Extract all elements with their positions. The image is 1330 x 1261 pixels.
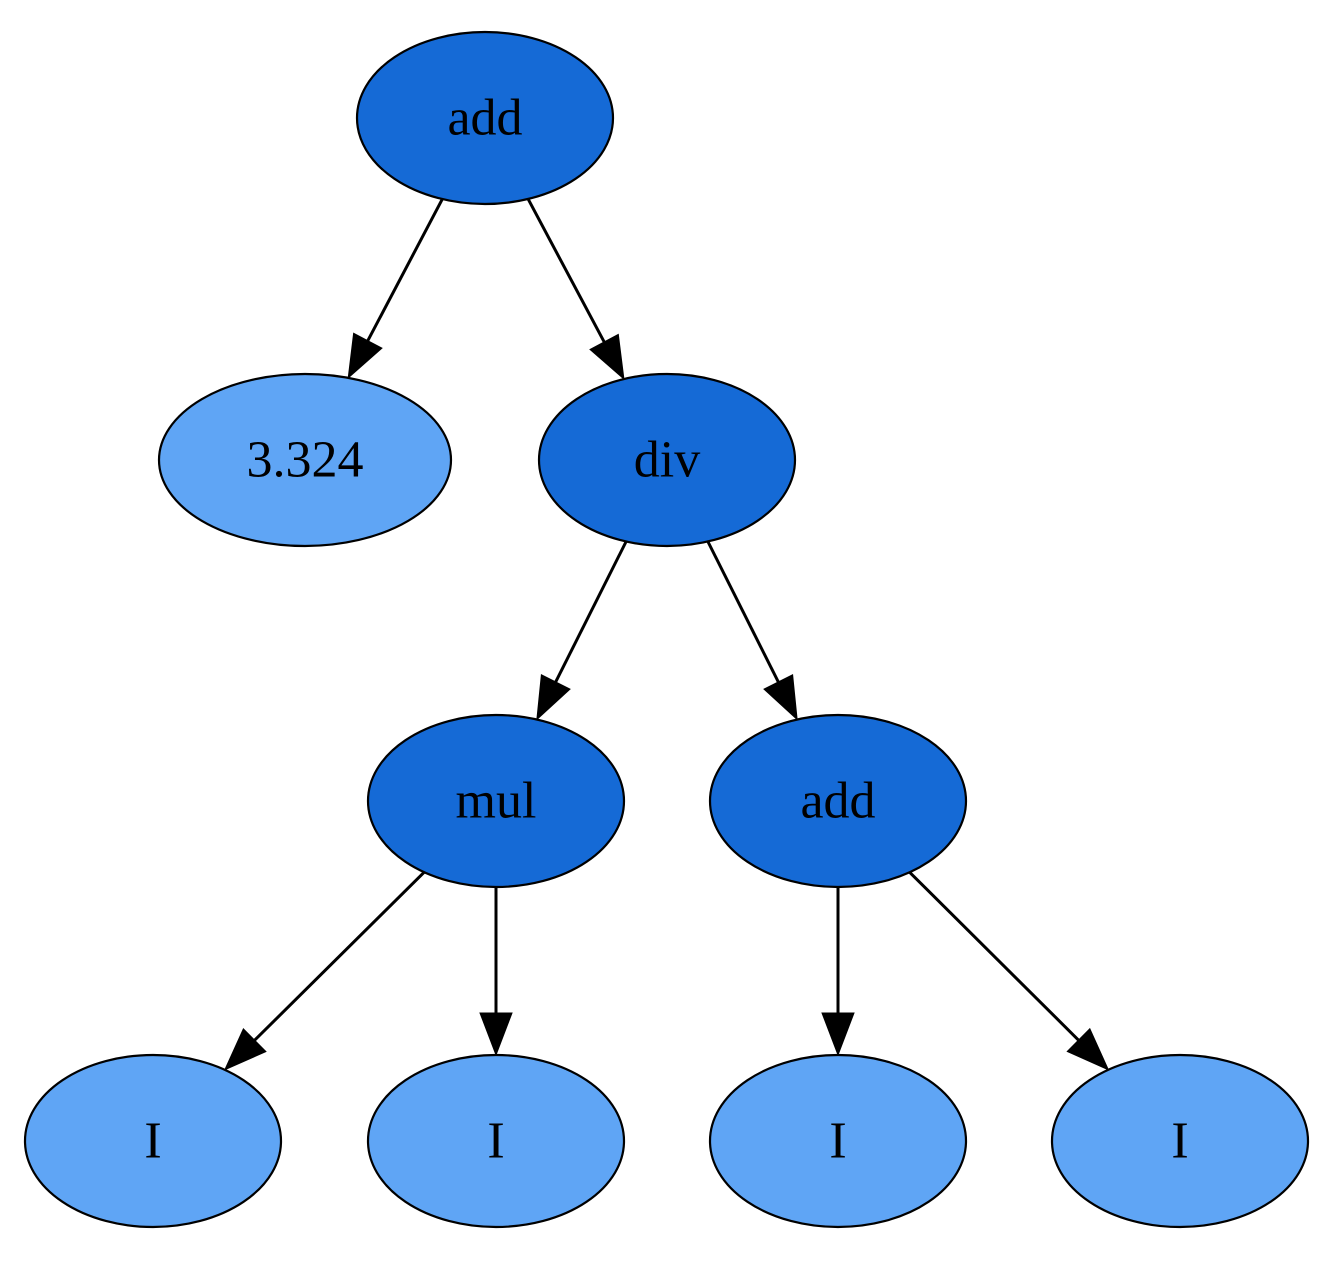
terminal-node-shape xyxy=(366,1053,626,1229)
node-inner-add: add xyxy=(708,713,968,889)
edge-inner-add-to-leaf-4 xyxy=(908,871,1110,1071)
node-label: mul xyxy=(456,773,537,830)
edge-line xyxy=(253,871,426,1042)
node-leaf-1: I xyxy=(23,1053,283,1229)
node-label: add xyxy=(800,773,875,830)
node-leaf-4: I xyxy=(1050,1053,1310,1229)
node-const-3-324: 3.324 xyxy=(157,372,453,548)
operator-node-shape xyxy=(537,372,797,548)
arrowhead-icon xyxy=(479,1012,513,1057)
arrowhead-icon xyxy=(763,674,798,721)
node-label: I xyxy=(1171,1113,1188,1170)
arrowhead-icon xyxy=(347,332,383,380)
node-leaf-3: I xyxy=(708,1053,968,1229)
node-leaf-2: I xyxy=(366,1053,626,1229)
node-mul: mul xyxy=(366,713,626,889)
edge-mul-to-leaf-2 xyxy=(479,887,513,1057)
node-div: div xyxy=(537,372,797,548)
edge-line xyxy=(366,198,444,342)
edge-line xyxy=(706,540,780,683)
edge-line xyxy=(908,871,1080,1042)
node-label: I xyxy=(144,1113,161,1170)
terminal-node-shape xyxy=(157,372,453,548)
arrowhead-icon xyxy=(821,1012,855,1057)
terminal-node-shape xyxy=(23,1053,283,1229)
edge-inner-add-to-leaf-3 xyxy=(821,887,855,1057)
edges-layer xyxy=(223,198,1110,1071)
edge-root-add-to-const-3-324 xyxy=(347,198,444,380)
terminal-node-shape xyxy=(1050,1053,1310,1229)
arrowhead-icon xyxy=(223,1028,267,1071)
arrowhead-icon xyxy=(1066,1027,1110,1071)
terminal-node-shape xyxy=(708,1053,968,1229)
operator-node-shape xyxy=(366,713,626,889)
node-label: div xyxy=(634,432,700,489)
edge-mul-to-leaf-1 xyxy=(223,871,426,1071)
operator-node-shape xyxy=(355,30,615,206)
arrowhead-icon xyxy=(589,333,625,381)
edge-line xyxy=(526,198,606,343)
arrowhead-icon xyxy=(536,674,571,721)
node-label: 3.324 xyxy=(247,432,364,489)
edge-root-add-to-div xyxy=(526,198,625,381)
edge-div-to-inner-add xyxy=(706,540,798,721)
node-label: I xyxy=(829,1113,846,1170)
node-label: add xyxy=(447,90,522,147)
operator-node-shape xyxy=(708,713,968,889)
edge-line xyxy=(554,540,628,683)
node-label: I xyxy=(487,1113,504,1170)
node-root-add: add xyxy=(355,30,615,206)
edge-div-to-mul xyxy=(536,540,628,721)
